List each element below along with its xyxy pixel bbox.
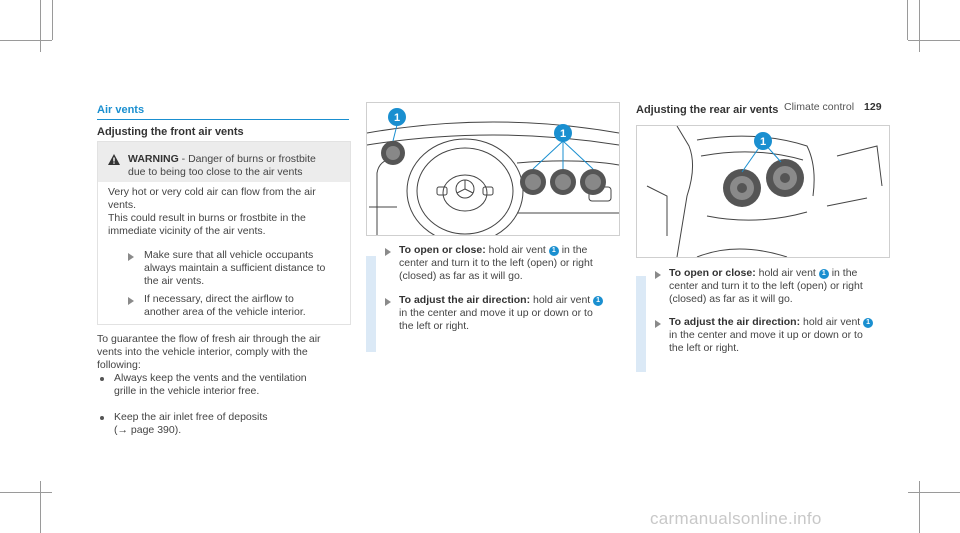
svg-text:1: 1: [760, 136, 766, 148]
front-vent-icons: [381, 141, 606, 195]
section-rule: [97, 119, 349, 120]
page-reference-link[interactable]: (→ page 390).: [114, 424, 182, 436]
step-arrow-icon: [128, 297, 134, 305]
header-section: Climate control: [784, 101, 855, 113]
callout-1-badge: 1: [863, 318, 874, 328]
front-step-open-close: To open or close: hold air vent 1 in the…: [399, 244, 593, 282]
step-arrow-icon: [385, 248, 391, 256]
warning-step-2: If necessary, direct the airflow to anot…: [144, 293, 306, 318]
warning-body: Very hot or very cold air can flow from …: [108, 186, 316, 237]
callout-1-icon: [388, 108, 406, 126]
warning-label: WARNING: [128, 153, 179, 165]
callout-1-icon: [754, 132, 772, 150]
step-arrow-icon: [655, 271, 661, 279]
rear-vent-illustration: 1: [636, 125, 890, 258]
callout-1-badge: 1: [818, 269, 829, 279]
callout-1-badge: 1: [548, 246, 559, 256]
crop-mark: [908, 40, 960, 41]
rear-console-drawing: 1: [646, 125, 883, 258]
crop-mark: [52, 0, 53, 40]
warning-box: WARNING - Danger of burns or frostbite d…: [97, 141, 351, 325]
step-arrow-icon: [385, 298, 391, 306]
crop-mark: [907, 0, 908, 40]
rear-step-open-close: To open or close: hold air vent 1 in the…: [669, 267, 863, 305]
callout-1-badge: 1: [593, 296, 604, 306]
crop-mark: [0, 40, 52, 41]
crop-mark: [0, 492, 52, 493]
warning-icon: [108, 154, 120, 165]
warning-title: WARNING - Danger of burns or frostbite: [128, 153, 316, 165]
front-vents-subtitle: Adjusting the front air vents: [97, 126, 244, 138]
crop-mark: [40, 481, 41, 533]
dashboard-illustration: 1 1: [366, 102, 620, 244]
warning-step-1: Make sure that all vehicle occupants alw…: [144, 249, 326, 287]
bullet-icon: [100, 377, 104, 381]
crop-mark: [40, 0, 41, 52]
crop-mark: [919, 481, 920, 533]
step-arrow-icon: [128, 253, 134, 261]
svg-text:1: 1: [394, 112, 400, 124]
front-step-direction: To adjust the air direction: hold air ve…: [399, 294, 604, 333]
callout-bar: [636, 276, 646, 372]
rear-vent-icons: [723, 159, 804, 207]
crop-mark: [919, 0, 920, 52]
intro-paragraph: To guarantee the flow of fresh air throu…: [97, 333, 321, 371]
step-arrow-icon: [655, 320, 661, 328]
rear-vents-subtitle: Adjusting the rear air vents: [636, 104, 779, 116]
bullet-item-1: Always keep the vents and the ventilatio…: [114, 372, 307, 397]
crop-mark: [908, 492, 960, 493]
watermark: carmanualsonline.info: [650, 509, 822, 528]
bullet-item-2: Keep the air inlet free of deposits (→ p…: [114, 411, 268, 436]
page-number: 129: [864, 101, 882, 113]
running-header: Climate control 129: [784, 101, 882, 113]
callout-1-icon: [554, 124, 572, 142]
warning-header: [98, 142, 350, 182]
rear-step-direction: To adjust the air direction: hold air ve…: [669, 316, 874, 355]
bullet-icon: [100, 416, 104, 420]
section-title: Air vents: [97, 104, 145, 116]
dashboard-drawing: 1 1: [366, 108, 620, 244]
callout-bar: [366, 256, 376, 352]
svg-text:1: 1: [560, 128, 566, 140]
warning-title-line2: due to being too close to the air vents: [128, 166, 303, 178]
